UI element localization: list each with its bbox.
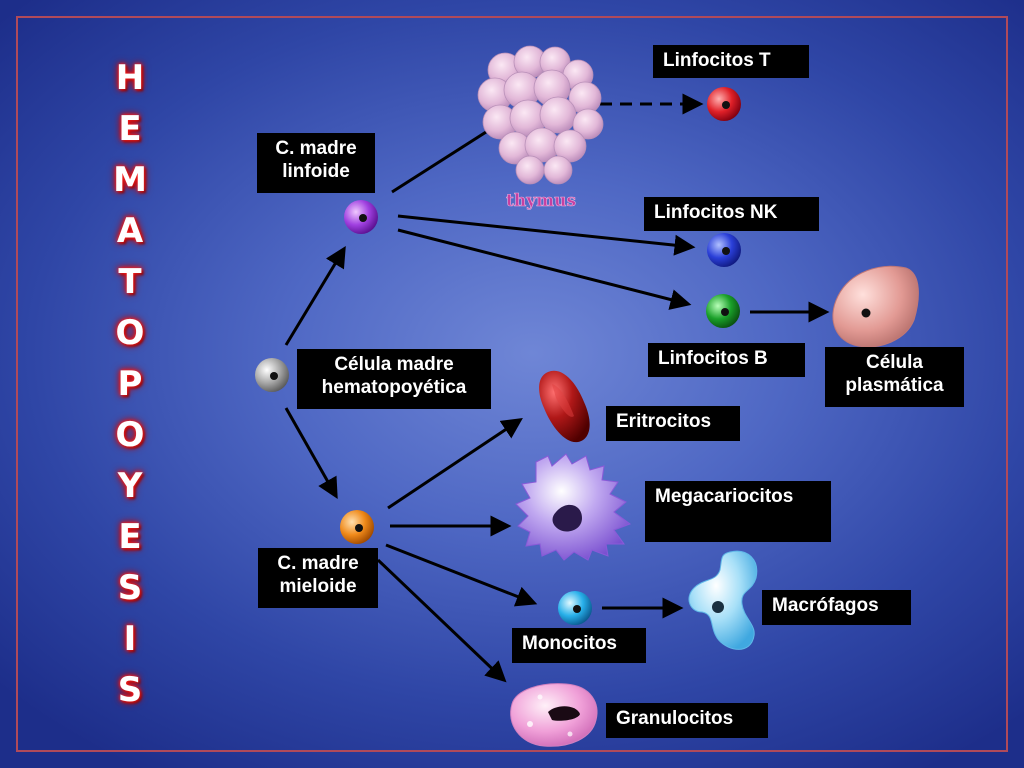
- title-letter: S: [117, 568, 143, 608]
- label-line: C. madre: [275, 138, 357, 159]
- arrow-myeloid-to-monocyte: [385, 543, 538, 607]
- monocyte: [558, 591, 592, 625]
- label-line: Célula madre: [334, 354, 454, 375]
- plasma-cell: [832, 265, 919, 348]
- thymus-image: thymus: [477, 45, 604, 211]
- title-letter: E: [118, 517, 142, 557]
- title-letter: E: [118, 109, 142, 149]
- label-line: mieloide: [279, 576, 357, 597]
- megakaryocyte: [515, 453, 632, 561]
- label-line: C. madre: [277, 553, 359, 574]
- label-line: hematopoyética: [321, 377, 467, 398]
- label-megacariocitos: Megacariocitos: [645, 481, 831, 542]
- label-c-madre-mieloide: C. madre mieloide: [258, 548, 378, 608]
- label-linfocitos-t: Linfocitos T: [653, 45, 809, 78]
- title-letter: A: [116, 211, 144, 251]
- arrow-stem-to-lymphoid: [284, 246, 346, 346]
- nk-lymphocyte: [707, 233, 741, 267]
- myeloid-stem-cell: [340, 510, 374, 544]
- erythrocyte: [539, 370, 590, 443]
- label-macrofagos: Macrófagos: [762, 590, 911, 625]
- title-letter: I: [123, 619, 137, 659]
- label-line: plasmática: [845, 375, 944, 396]
- title-letter: S: [117, 670, 143, 710]
- label-c-madre-linfoide: C. madre linfoide: [257, 133, 375, 193]
- label-line: Célula: [865, 352, 924, 373]
- label-eritrocitos: Eritrocitos: [606, 406, 740, 441]
- label-celula-plasmatica: Célula plasmática: [825, 347, 964, 407]
- label-celula-madre-hematopoyetica: Célula madre hematopoyética: [297, 349, 491, 409]
- title-letter: O: [115, 313, 145, 353]
- arrow-lymphoid-to-nk-cell: [397, 214, 696, 256]
- label-linfocitos-nk: Linfocitos NK: [644, 197, 819, 231]
- label-linfocitos-b: Linfocitos B: [648, 343, 805, 377]
- arrow-myeloid-to-erythrocyte: [387, 418, 523, 510]
- label-monocitos: Monocitos: [512, 628, 646, 663]
- title-letter: O: [115, 415, 145, 455]
- hematopoietic-stem-cell: [255, 358, 289, 392]
- vertical-title: H E M A T O P O Y E S I S: [104, 58, 156, 718]
- title-letter: T: [118, 262, 142, 302]
- b-lymphocyte: [706, 294, 740, 328]
- t-lymphocyte: [707, 87, 741, 121]
- label-line: linfoide: [282, 161, 350, 182]
- title-letter: Y: [117, 466, 143, 506]
- arrow-lymphoid-to-b-cell: [397, 228, 692, 310]
- slide-frame: [16, 16, 1008, 752]
- title-letter: P: [117, 364, 143, 404]
- macrophage: [688, 550, 758, 650]
- arrow-stem-to-myeloid: [284, 407, 338, 500]
- thymus-label: thymus: [506, 191, 576, 211]
- title-letter: M: [113, 160, 147, 200]
- label-granulocitos: Granulocitos: [606, 703, 768, 738]
- title-letter: H: [115, 58, 145, 98]
- arrow-myeloid-to-granulocyte: [376, 558, 507, 683]
- lymphoid-stem-cell: [344, 200, 378, 234]
- granulocyte: [510, 683, 598, 747]
